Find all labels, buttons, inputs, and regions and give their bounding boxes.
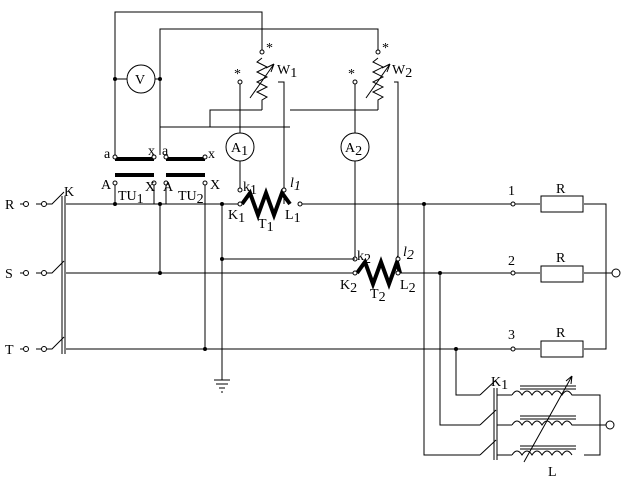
ammeter-2: A2 (340, 132, 370, 262)
terminal-t-2 (41, 346, 47, 352)
tu1-A-large: A (101, 178, 112, 193)
ammeter-1: A1 (225, 132, 255, 193)
w1-star-top: * (266, 41, 273, 56)
ground-symbol (214, 379, 230, 393)
terminal-1 (510, 201, 516, 207)
load-resistors: 1 2 3 R R R (508, 182, 584, 358)
inductor-label: L (548, 465, 557, 480)
tu2-A-large: A (163, 180, 174, 195)
bus-lines (72, 203, 621, 350)
terminal-s (23, 270, 29, 276)
w2-label: W2 (392, 63, 412, 81)
terminal-2 (510, 270, 516, 276)
t1-T: T1 (258, 217, 274, 235)
t2-l: l2 (403, 245, 414, 263)
w2-star-left: * (348, 67, 355, 82)
phase-label-t: T (5, 343, 14, 358)
wattmeter-2: * * W2 (290, 41, 412, 273)
voltmeter: V (113, 11, 379, 155)
t2-K: K2 (340, 278, 357, 296)
terminal-neutral-load (611, 268, 621, 278)
voltmeter-label: V (135, 73, 145, 88)
current-transformer-t1: k1 l1 K1 L1 T1 (220, 176, 355, 380)
inductive-load: K1 L (422, 202, 615, 480)
t2-L: L2 (400, 278, 416, 296)
terminal-r (23, 201, 29, 207)
tu1-a-small: a (104, 147, 111, 162)
tu1-x-small: x (148, 144, 155, 159)
resistor-label-1: R (556, 182, 566, 197)
t1-L: L1 (285, 208, 301, 226)
terminal-neutral-inductor (605, 420, 615, 430)
resistor-label-2: R (556, 251, 566, 266)
terminal-r-2 (41, 201, 47, 207)
line-number-3: 3 (508, 328, 515, 343)
phase-inputs: R S T (5, 198, 47, 358)
t2-T: T2 (370, 287, 386, 305)
t1-k: k1 (243, 180, 257, 198)
tu2-a-small: a (162, 144, 169, 159)
phase-label-s: S (5, 267, 13, 282)
terminal-s-2 (41, 270, 47, 276)
wattmeter-1: * * W1 (209, 41, 297, 204)
resistor-r1 (540, 195, 584, 213)
phase-label-r: R (5, 198, 15, 213)
line-number-2: 2 (508, 254, 515, 269)
w1-star-left: * (234, 67, 241, 82)
t1-K: K1 (228, 208, 245, 226)
tu2-X-large: X (210, 178, 220, 193)
current-transformer-t2: k2 l2 K2 L2 T2 (340, 245, 416, 305)
a1-label: A1 (231, 141, 248, 159)
resistor-label-3: R (556, 326, 566, 341)
voltage-transformers: a x a x A X A X TU1 TU2 (101, 144, 220, 351)
t2-k: k2 (357, 249, 371, 267)
tu2-label: TU2 (178, 189, 204, 207)
main-switch-k: K (47, 185, 74, 354)
line-number-1: 1 (508, 184, 515, 199)
tu1-label: TU1 (118, 189, 144, 207)
w2-star-top: * (382, 41, 389, 56)
resistor-r2 (540, 265, 584, 283)
terminal-t (23, 346, 29, 352)
terminal-3 (510, 346, 516, 352)
resistor-r3 (540, 340, 584, 358)
switch-k-label: K (64, 185, 74, 200)
tu2-x-small: x (208, 147, 215, 162)
t1-l: l1 (290, 176, 301, 194)
tu1-X-large: X (145, 180, 155, 195)
w1-label: W1 (277, 63, 297, 81)
switch-k1-label: K1 (491, 375, 508, 393)
a2-label: A2 (345, 141, 362, 159)
